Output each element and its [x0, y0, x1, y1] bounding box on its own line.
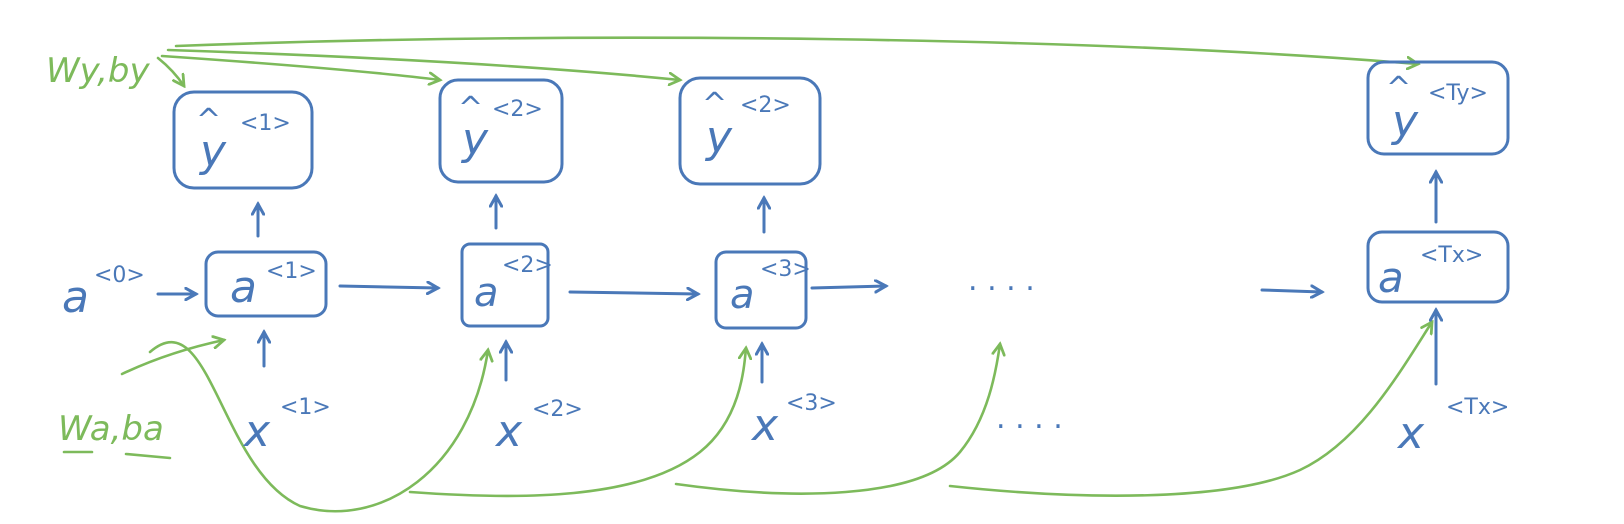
a1-base: a [230, 262, 257, 313]
activation-weight-arrows [120, 322, 1432, 513]
y-hat-box-2 [438, 78, 564, 184]
y-hat-final-base: y [1390, 96, 1419, 147]
a3-base: a [730, 272, 755, 318]
x3-superscript: <3> [786, 391, 837, 416]
xTx-superscript: <Tx> [1446, 395, 1509, 420]
y-hat-2-caret: ^ [458, 91, 483, 126]
activation-ellipsis: . . . . [968, 263, 1035, 298]
xTx-base: x [1396, 408, 1425, 459]
a3-to-next-arrow [810, 286, 886, 288]
activation-box-final [1366, 230, 1510, 304]
input-ellipsis: . . . . [996, 401, 1063, 436]
activation-weights-underline [62, 450, 172, 460]
activation-box-2 [460, 242, 550, 328]
y-hat-1-caret: ^ [196, 103, 221, 138]
y-hat-final-superscript: <Ty> [1428, 81, 1488, 106]
a2-superscript: <2> [502, 253, 553, 278]
aTx-base: a [1378, 253, 1404, 302]
a3-superscript: <3> [760, 257, 811, 282]
wy-arrow-to-y3 [166, 48, 680, 80]
y-hat-final-caret: ^ [1386, 71, 1411, 106]
wa-arrow-to-a2 [148, 341, 488, 513]
a1-to-a2-arrow [338, 286, 438, 288]
wy-arrow-to-y1 [156, 56, 184, 86]
output-weight-arrows [156, 36, 1418, 86]
activation-weights-label: Wa,ba [58, 409, 164, 449]
wa-arrow-to-a1 [120, 340, 224, 376]
timestep-2: ^ y <2> a <2> x <2> [438, 78, 698, 457]
wa-arrow-to-a3 [408, 348, 746, 498]
x2-base: x [494, 406, 523, 457]
a0-superscript: <0> [94, 263, 145, 288]
y-hat-box-3 [678, 76, 822, 186]
a1-superscript: <1> [266, 259, 317, 284]
wy-arrow-to-y2 [160, 54, 440, 80]
x3-base: x [750, 400, 779, 451]
timestep-1: ^ y <1> a <1> x <1> [172, 90, 438, 457]
a2-base: a [474, 270, 499, 316]
y-hat-1-superscript: <1> [240, 111, 291, 136]
y-hat-box-1 [172, 90, 314, 190]
activation-box-1 [204, 250, 328, 318]
y-hat-3-superscript: <2> [740, 93, 791, 118]
y-hat-2-superscript: <2> [492, 97, 543, 122]
y-hat-1-base: y [198, 126, 227, 177]
x2-superscript: <2> [532, 397, 583, 422]
timestep-final: ^ y <Ty> a <Tx> x <Tx> [1366, 60, 1510, 459]
y-hat-3-base: y [704, 112, 733, 163]
timestep-3: ^ y <2> a <3> x <3> [678, 76, 886, 451]
aTx-superscript: <Tx> [1420, 243, 1483, 268]
y-hat-2-base: y [460, 114, 489, 165]
to-last-activation-arrow [1260, 290, 1322, 292]
y-hat-3-caret: ^ [702, 87, 727, 122]
output-weights-label: Wy,by [46, 51, 150, 91]
initial-activation: a <0> [62, 263, 196, 323]
a2-to-a3-arrow [568, 292, 698, 294]
wy-arrow-to-yTy [174, 36, 1418, 64]
activation-box-3 [714, 250, 808, 330]
a0-base: a [62, 272, 89, 323]
x1-base: x [242, 406, 271, 457]
x1-superscript: <1> [280, 395, 331, 420]
wa-arrow-to-a4 [674, 344, 1000, 495]
y-hat-box-final [1366, 60, 1510, 156]
wa-arrow-to-aTx [948, 322, 1432, 497]
